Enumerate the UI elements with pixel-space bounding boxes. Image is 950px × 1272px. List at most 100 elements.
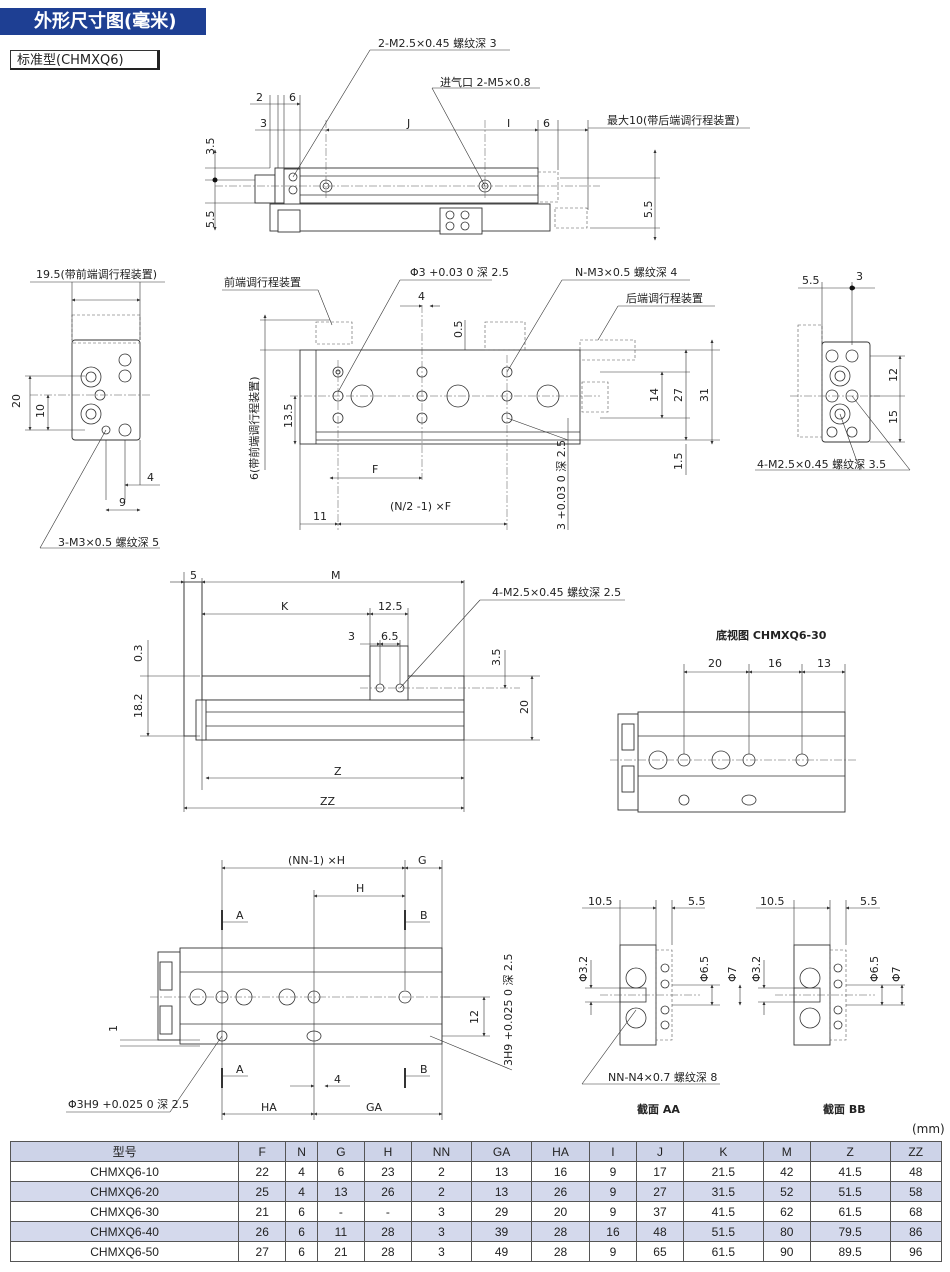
label-hole-left: Φ3H9 +0.025 0 深 2.5 <box>68 1098 189 1111</box>
label-front-device: 前端调行程装置 <box>224 275 301 289</box>
label-n-thread: N-M3×0.5 螺纹深 4 <box>575 265 677 279</box>
dim-31: 31 <box>698 388 711 402</box>
label-thread-side: 3-M3×0.5 螺纹深 5 <box>58 535 159 549</box>
table-cell: 86 <box>889 1221 943 1242</box>
label-right-thread: 4-M2.5×0.45 螺纹深 3.5 <box>757 457 886 471</box>
table-cell: 17 <box>635 1161 684 1182</box>
aa-dim-d6-5: Φ6.5 <box>698 956 711 982</box>
table-cell: 58 <box>889 1181 943 1202</box>
table-row: CHMXQ6-20 25 4 13 26 2 13 26 9 27 31.5 5… <box>9 1181 943 1202</box>
table-cell: 6 <box>285 1241 318 1262</box>
dim-J: J <box>406 117 410 130</box>
table-row: CHMXQ6-30 21 6 - - 3 29 20 9 37 41.5 62 … <box>9 1201 943 1222</box>
table-cell: CHMXQ6-40 <box>9 1221 240 1242</box>
header-cell: HA <box>531 1141 590 1162</box>
table-row: CHMXQ6-10 22 4 6 23 2 13 16 9 17 21.5 42… <box>9 1161 943 1182</box>
bb-dim-10-5: 10.5 <box>760 895 785 908</box>
section-mark-A-top: A <box>236 909 244 922</box>
dim-6a: 6 <box>289 91 296 104</box>
dim-9: 9 <box>119 496 126 509</box>
left-end-view: 19.5(带前端调行程装置) 20 10 4 9 3-M3×0.5 螺纹深 5 <box>10 267 165 549</box>
dim-12-5: 12.5 <box>378 600 403 613</box>
aa-dim-5-5: 5.5 <box>688 895 706 908</box>
table-cell: 62 <box>762 1201 811 1222</box>
dim-Z: Z <box>334 765 342 778</box>
table-cell: 61.5 <box>809 1201 891 1222</box>
table-header-row: 型号 F N G H NN GA HA I J K M Z ZZ <box>9 1141 943 1162</box>
dim-27: 27 <box>672 388 685 402</box>
dim-13: 13 <box>817 657 831 670</box>
table-cell: 90 <box>762 1241 811 1262</box>
table-cell: 13 <box>316 1181 365 1202</box>
table-cell: 26 <box>531 1181 590 1202</box>
dim-11: 11 <box>313 510 327 523</box>
section-aa: 10.5 5.5 Φ3.2 Φ6.5 Φ7 NN-N4×0.7 螺纹深 8 截面… <box>577 895 742 1116</box>
table-cell: 37 <box>635 1201 684 1222</box>
table-cell: 39 <box>470 1221 533 1242</box>
table-cell: 3 <box>410 1241 473 1262</box>
bb-dim-d3-2: Φ3.2 <box>750 956 763 982</box>
dimension-table: 型号 F N G H NN GA HA I J K M Z ZZ CHMXQ6-… <box>9 1141 943 1262</box>
table-cell: 21 <box>238 1201 287 1222</box>
header-cell: G <box>316 1141 365 1162</box>
table-cell: 28 <box>531 1241 590 1262</box>
dim-HA: HA <box>261 1101 277 1114</box>
table-cell: 42 <box>762 1161 811 1182</box>
bb-dim-5-5: 5.5 <box>860 895 878 908</box>
label-air-inlet: 进气口 2-M5×0.8 <box>440 75 531 89</box>
table-cell: 28 <box>363 1221 412 1242</box>
dim-ZZ: ZZ <box>320 795 336 808</box>
header-cell: J <box>635 1141 684 1162</box>
table-cell: 6 <box>285 1201 318 1222</box>
dim-18-2: 18.2 <box>132 694 145 719</box>
dim-6b: 6 <box>543 117 550 130</box>
table-cell: 9 <box>588 1181 637 1202</box>
table-cell: 26 <box>238 1221 287 1242</box>
table-cell: 26 <box>363 1181 412 1202</box>
dim-3: 3 <box>260 117 267 130</box>
table-cell: 21 <box>316 1241 365 1262</box>
table-cell: 79.5 <box>809 1221 891 1242</box>
dim-2: 2 <box>256 91 263 104</box>
dim-1: 1 <box>107 1025 120 1032</box>
dim-4: 4 <box>334 1073 341 1086</box>
dim-K: K <box>281 600 289 613</box>
table-cell: 65 <box>635 1241 684 1262</box>
table-cell: 80 <box>762 1221 811 1242</box>
header-cell: I <box>588 1141 637 1162</box>
table-cell: - <box>363 1201 412 1222</box>
table-cell: - <box>316 1201 365 1222</box>
table-cell: 16 <box>531 1161 590 1182</box>
table-cell: 9 <box>588 1201 637 1222</box>
front-view: 前端调行程装置 Φ3 +0.03 0 深 2.5 N-M3×0.5 螺纹深 4 … <box>222 265 720 530</box>
label-side-thread: 4-M2.5×0.45 螺纹深 2.5 <box>492 585 621 599</box>
dim-16: 16 <box>768 657 782 670</box>
bb-dim-d6-5: Φ6.5 <box>868 956 881 982</box>
header-cell: Z <box>809 1141 891 1162</box>
table-cell: 9 <box>588 1241 637 1262</box>
table-row: CHMXQ6-40 26 6 11 28 3 39 28 16 48 51.5 … <box>9 1221 943 1242</box>
table-cell: 3 <box>410 1221 473 1242</box>
dim-5-5a: 5.5 <box>204 211 217 229</box>
aa-dim-d7: Φ7 <box>726 966 739 982</box>
table-cell: CHMXQ6-20 <box>9 1181 240 1202</box>
dim-5-5: 5.5 <box>802 274 820 287</box>
table-cell: 49 <box>470 1241 533 1262</box>
dim-GA: GA <box>366 1101 383 1114</box>
dim-0-3: 0.3 <box>132 645 145 663</box>
table-cell: 13 <box>470 1181 533 1202</box>
table-cell: 28 <box>363 1241 412 1262</box>
table-cell: CHMXQ6-10 <box>9 1161 240 1182</box>
table-cell: 4 <box>285 1161 318 1182</box>
dim-15: 15 <box>887 410 900 424</box>
model-tag: 标准型(CHMXQ6) <box>10 50 160 70</box>
header-cell: F <box>238 1141 287 1162</box>
dim-F: F <box>372 463 378 476</box>
page-title: 外形尺寸图(毫米) <box>0 8 206 35</box>
dim-14: 14 <box>648 388 661 402</box>
table-cell: 23 <box>363 1161 412 1182</box>
table-cell: 2 <box>410 1161 473 1182</box>
aa-dim-10-5: 10.5 <box>588 895 613 908</box>
dim-3-hole: 3 +0.03 0 深 2.5 <box>555 440 568 530</box>
header-cell: M <box>762 1141 811 1162</box>
